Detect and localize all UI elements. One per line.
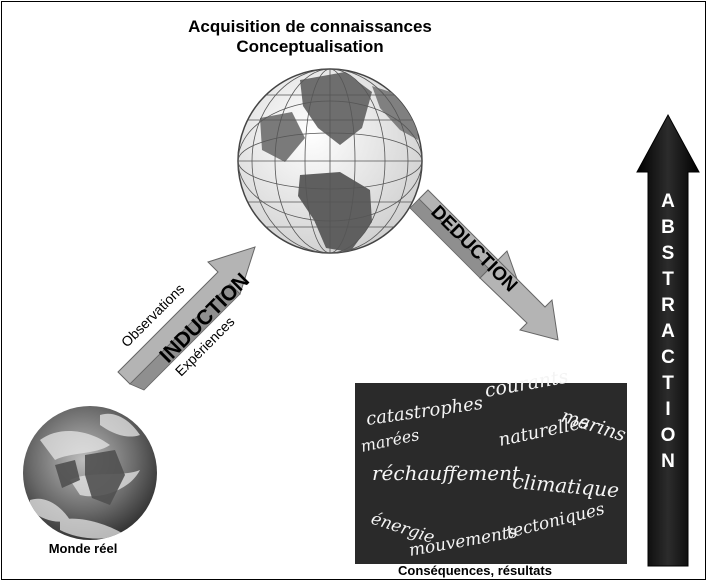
abstraction-letter: O	[660, 425, 676, 446]
induction-arrow	[117, 246, 256, 391]
title-line-2: Conceptualisation	[236, 37, 384, 56]
abstraction-letter: T	[662, 373, 674, 394]
abstraction-letter: B	[661, 217, 675, 238]
abstraction-letter: I	[665, 399, 671, 420]
consequences-caption: Conséquences, résultats	[398, 563, 552, 578]
real-world-caption: Monde réel	[48, 541, 118, 556]
deduction-arrow	[409, 189, 559, 341]
deduction-label: DEDUCTION	[426, 202, 521, 297]
globe-icon	[237, 68, 423, 254]
earth-photo-icon	[23, 406, 157, 540]
title-line-1: Acquisition de connaissances	[188, 17, 432, 36]
abstraction-letter: N	[661, 451, 675, 472]
abstraction-letter: T	[662, 269, 674, 290]
abstraction-letter: A	[661, 321, 675, 342]
abstraction-letter: R	[661, 295, 675, 316]
abstraction-letter: A	[661, 191, 675, 212]
abstraction-arrow	[636, 113, 700, 567]
chalkboard	[355, 383, 627, 564]
word-rechauffement: réchauffement	[372, 461, 521, 485]
abstraction-letter: C	[661, 347, 675, 368]
abstraction-letter: S	[661, 243, 675, 264]
